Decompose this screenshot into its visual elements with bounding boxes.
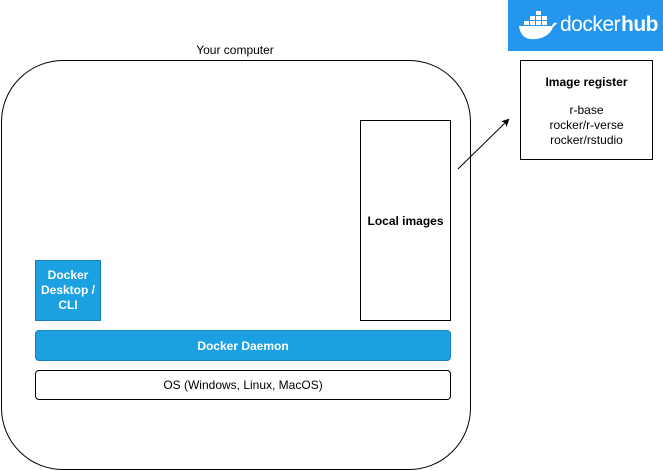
docker-wordmark: docker	[560, 13, 621, 36]
os-bar: OS (Windows, Linux, MacOS)	[35, 370, 451, 400]
registry-image-list: r-base rocker/r-verse rocker/rstudio	[521, 103, 652, 148]
local-images-box: Local images	[360, 120, 451, 321]
image-registry-box: Image register r-base rocker/r-verse roc…	[520, 60, 653, 160]
os-label: OS (Windows, Linux, MacOS)	[163, 378, 323, 392]
docker-hub-wordmark: dockerhub	[560, 13, 659, 37]
docker-desktop-box: Docker Desktop / CLI	[35, 260, 101, 321]
docker-daemon-bar: Docker Daemon	[35, 330, 451, 361]
push-pull-arrow	[457, 118, 510, 170]
registry-title: Image register	[545, 75, 628, 89]
hub-wordmark: hub	[621, 13, 659, 36]
docker-daemon-label: Docker Daemon	[197, 338, 289, 353]
registry-image-item: rocker/r-verse	[549, 118, 624, 132]
docker-desktop-label: Docker Desktop / CLI	[40, 268, 95, 312]
docker-hub-logo: dockerhub	[508, 0, 663, 51]
registry-image-item: rocker/rstudio	[550, 133, 623, 147]
docker-whale-icon	[519, 11, 557, 40]
computer-title: Your computer	[196, 43, 274, 57]
registry-image-item: r-base	[569, 103, 604, 117]
local-images-label: Local images	[367, 213, 444, 228]
